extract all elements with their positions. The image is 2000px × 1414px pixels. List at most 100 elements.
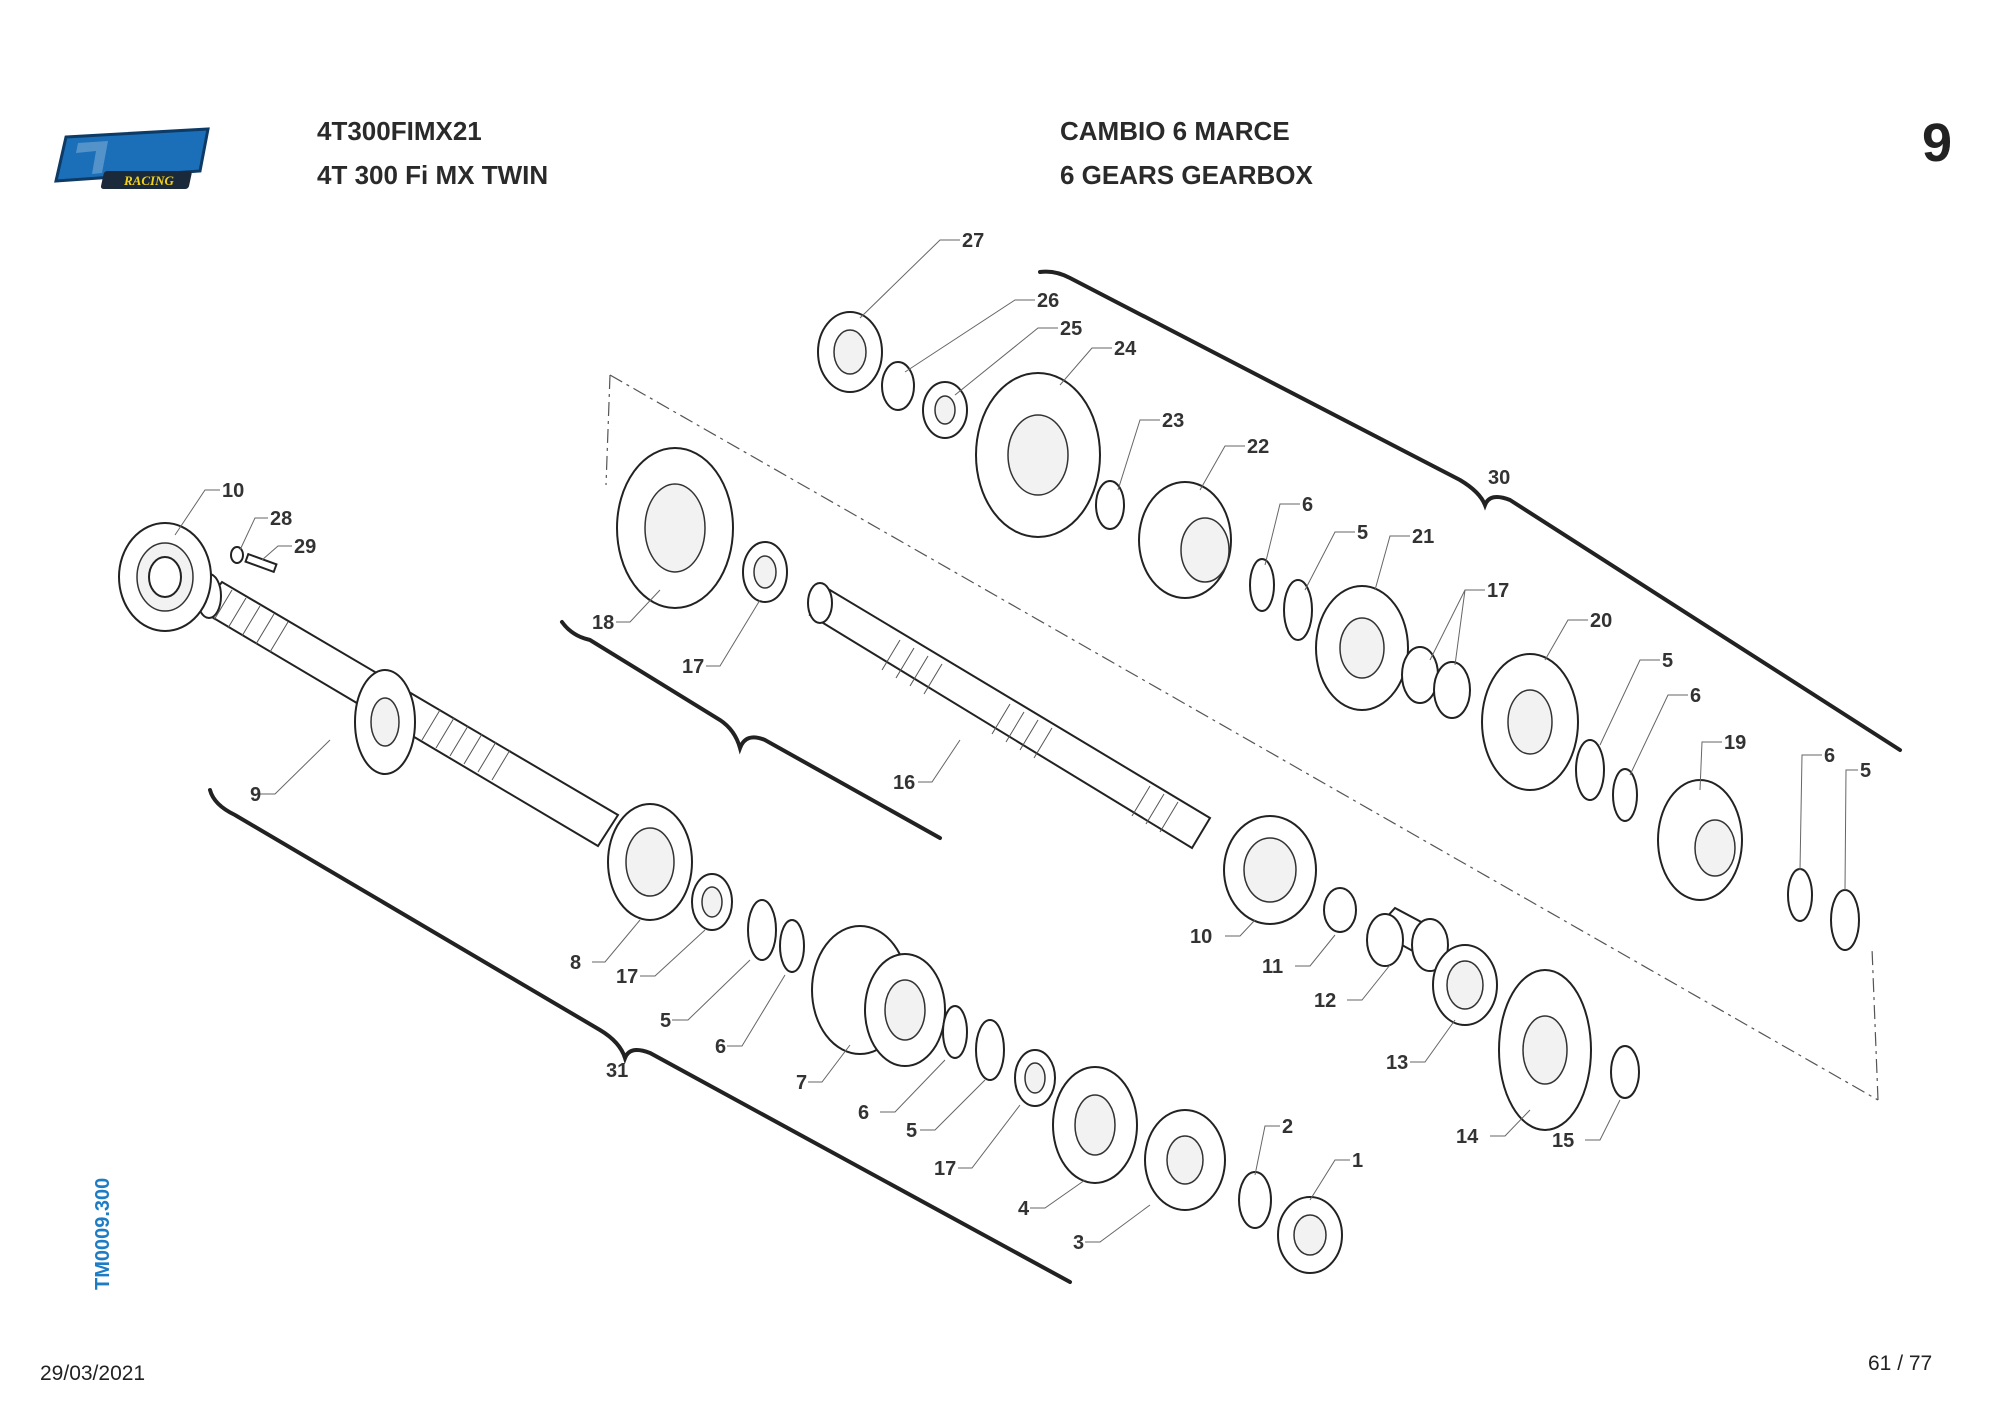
bearing-27 <box>817 311 883 393</box>
callout-17-b: 17 <box>934 1158 956 1180</box>
tm-racing-logo: RACING <box>54 127 210 189</box>
callout-19: 19 <box>1724 732 1746 754</box>
callout-27: 27 <box>962 230 984 252</box>
callout-11: 11 <box>1262 956 1283 978</box>
gear-22 <box>1138 481 1232 599</box>
title-english: 6 GEARS GEARBOX <box>1060 160 1313 190</box>
callout-13: 13 <box>1386 1052 1408 1074</box>
sprocket-14 <box>1498 969 1592 1131</box>
callout-14: 14 <box>1456 1126 1479 1148</box>
callout-26: 26 <box>1037 290 1059 312</box>
gear-8 <box>607 803 693 921</box>
washer-23 <box>1095 480 1125 530</box>
washer-5e <box>1830 889 1860 951</box>
washer-5d <box>1575 739 1605 801</box>
callout-6-d: 6 <box>1690 685 1701 707</box>
callout-22: 22 <box>1247 436 1269 458</box>
brace-31 <box>208 788 1072 1284</box>
callout-10-right: 10 <box>1190 926 1212 948</box>
spacer-12 <box>1366 906 1449 972</box>
circlip-6c <box>1249 558 1275 612</box>
oil-seal-13 <box>1432 944 1498 1026</box>
model-name: 4T 300 Fi MX TWIN <box>317 160 549 190</box>
circlip-6e <box>1787 868 1813 922</box>
callout-17-c: 17 <box>682 656 704 678</box>
needle-bearing-25 <box>922 381 968 439</box>
needle-bearing-17b <box>1014 1049 1056 1107</box>
callout-3: 3 <box>1073 1232 1084 1254</box>
needle-bearing-17c <box>742 541 788 603</box>
gear-21 <box>1315 585 1409 711</box>
gear-3 <box>1144 1109 1226 1211</box>
callout-29: 29 <box>294 536 316 558</box>
washer-5c <box>1283 579 1313 641</box>
callout-numbers: 27 26 25 24 23 22 30 6 5 21 17 20 5 6 19… <box>222 230 1871 1254</box>
callout-30: 30 <box>1488 467 1510 489</box>
bearing-10-left <box>118 522 212 632</box>
bolt-29 <box>244 552 278 574</box>
section-number: 9 <box>1922 113 1953 173</box>
callout-6-e: 6 <box>1824 745 1835 767</box>
callout-5-d: 5 <box>1662 650 1673 672</box>
washer-5a <box>747 899 777 961</box>
callout-24: 24 <box>1114 338 1137 360</box>
callout-5-b: 5 <box>906 1120 917 1142</box>
callout-6-c: 6 <box>1302 494 1313 516</box>
svg-text:RACING: RACING <box>123 173 174 188</box>
callout-15: 15 <box>1552 1130 1574 1152</box>
callout-9: 9 <box>250 784 261 806</box>
circlip-15 <box>1610 1045 1640 1099</box>
callout-7: 7 <box>796 1072 807 1094</box>
gear-4 <box>1052 1066 1138 1184</box>
callout-25: 25 <box>1060 318 1082 340</box>
callout-4: 4 <box>1018 1198 1030 1220</box>
callout-5-c: 5 <box>1357 522 1368 544</box>
callout-12: 12 <box>1314 990 1336 1012</box>
document-code: TM0009.300 <box>92 1177 114 1290</box>
washer-26 <box>881 361 915 411</box>
callout-6-b: 6 <box>858 1102 869 1124</box>
callout-10-left: 10 <box>222 480 244 502</box>
needle-bearings-17d <box>1401 646 1471 719</box>
brace-30 <box>1038 269 1902 752</box>
circlip-6d <box>1612 768 1638 822</box>
circlip-6a <box>779 919 805 973</box>
page-count: 61 / 77 <box>1868 1352 1933 1375</box>
callout-17-d: 17 <box>1487 580 1509 602</box>
gear-7 <box>811 925 946 1067</box>
brace-17-18-16 <box>560 620 942 840</box>
title-italian: CAMBIO 6 MARCE <box>1060 116 1290 146</box>
callout-16: 16 <box>893 772 915 794</box>
callout-5-a: 5 <box>660 1010 671 1032</box>
callout-17-a: 17 <box>616 966 638 988</box>
callout-28: 28 <box>270 508 292 530</box>
document-date: 29/03/2021 <box>40 1362 146 1385</box>
circlip-6b <box>942 1005 968 1059</box>
gear-24 <box>975 372 1101 538</box>
bearing-10-right <box>1223 815 1317 925</box>
oring-11 <box>1323 887 1357 933</box>
callout-5-e: 5 <box>1860 760 1871 782</box>
washer-28 <box>230 546 244 564</box>
secondary-shaft <box>807 582 1212 850</box>
model-code: 4T300FIMX21 <box>317 116 482 146</box>
callout-6-a: 6 <box>715 1036 726 1058</box>
callout-23: 23 <box>1162 410 1184 432</box>
washer-2 <box>1238 1171 1272 1229</box>
gear-20 <box>1481 653 1579 791</box>
gear-18 <box>616 447 734 609</box>
callout-20: 20 <box>1590 610 1612 632</box>
callout-1: 1 <box>1352 1150 1363 1172</box>
leader-lines <box>174 239 1858 1243</box>
callout-18: 18 <box>592 612 614 634</box>
callout-8: 8 <box>570 952 581 974</box>
callout-2: 2 <box>1282 1116 1293 1138</box>
washer-5b <box>975 1019 1005 1081</box>
gear-19 <box>1657 779 1743 901</box>
callout-21: 21 <box>1412 526 1434 548</box>
needle-bearing-17a <box>691 873 733 931</box>
callout-31: 31 <box>606 1060 628 1082</box>
bearing-1 <box>1277 1196 1343 1274</box>
